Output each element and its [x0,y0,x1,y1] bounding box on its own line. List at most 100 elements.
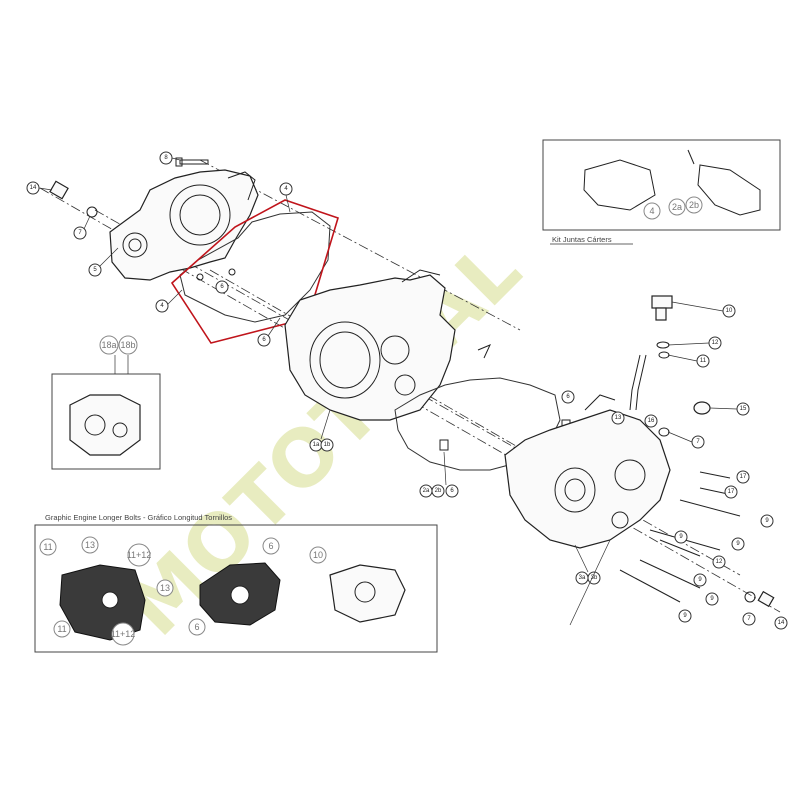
callout-4: 4 [155,299,169,313]
callout-7: 7 [73,226,87,240]
callout-6: 6 [561,390,575,404]
svg-text:2a: 2a [423,488,430,494]
svg-text:12: 12 [716,559,723,565]
callout-15: 15 [736,402,750,416]
svg-text:18b: 18b [120,340,135,350]
svg-text:6: 6 [566,394,570,400]
callout-14: 14 [774,616,788,630]
svg-text:4: 4 [649,206,654,216]
svg-text:18a: 18a [101,340,116,350]
svg-text:14: 14 [778,620,785,626]
svg-text:7: 7 [696,439,700,445]
svg-text:1a: 1a [313,442,320,448]
callout-18a: 18a [99,335,119,355]
graphic-callout-11-12: 11+12 [127,543,152,567]
graphic-callout-13: 13 [81,536,99,554]
svg-text:6: 6 [262,337,266,343]
svg-text:13: 13 [85,540,95,550]
svg-text:16: 16 [648,418,655,424]
kit-callout-2a: 2a [668,198,686,216]
svg-text:11: 11 [43,542,52,552]
kit-joints-box: Kit Juntas Cárters [542,139,781,245]
svg-text:13: 13 [160,583,170,593]
graphic-bolts-box: Graphic Engine Longer Bolts - Gráfico Lo… [34,513,438,653]
callout-13: 13 [611,411,625,425]
graphic-callout-13: 13 [156,579,174,597]
leader-lines [38,157,738,626]
graphic-callout-11: 11 [53,620,71,638]
kit-callout-4: 4 [643,202,661,220]
callout-17: 17 [736,470,750,484]
callout-2a: 2a [419,484,433,498]
clutch-cover [109,169,259,281]
callout-16: 16 [644,414,658,428]
callout-8: 8 [159,151,173,165]
svg-text:11: 11 [700,358,707,364]
bolt-8 [175,157,209,167]
svg-text:17: 17 [728,489,735,495]
svg-text:2b: 2b [689,200,699,210]
svg-text:2b: 2b [435,488,442,494]
svg-text:4: 4 [284,186,288,192]
callout-6: 6 [445,484,459,498]
svg-text:17: 17 [740,474,747,480]
svg-text:1b: 1b [324,442,331,448]
callout-9: 9 [674,530,688,544]
svg-text:6: 6 [268,541,273,551]
svg-text:14: 14 [30,185,37,191]
svg-text:13: 13 [615,415,622,421]
svg-text:3b: 3b [591,575,598,581]
graphic-callout-11: 11 [39,538,57,556]
graphic-callout-10: 10 [309,546,327,564]
right-crankcase [504,394,671,549]
svg-text:10: 10 [313,550,323,560]
svg-text:11+12: 11+12 [127,550,152,560]
kit-callout-2b: 2b [685,196,703,214]
callout-9: 9 [760,514,774,528]
callout-2b: 2b [431,484,445,498]
svg-text:4: 4 [160,303,164,309]
callout-9: 9 [678,609,692,623]
oil-line-assembly [629,295,711,437]
svg-text:6: 6 [220,284,224,290]
svg-text:5: 5 [93,267,97,273]
svg-text:9: 9 [765,518,769,524]
callout-12: 12 [712,555,726,569]
callout-6: 6 [215,280,229,294]
svg-text:3a: 3a [579,575,586,581]
graphic-callout-11-12: 11+12 [111,622,136,646]
svg-text:7: 7 [78,230,82,236]
callout-1b: 1b [320,438,334,452]
callout-9: 9 [731,537,745,551]
svg-text:8: 8 [164,155,168,161]
svg-text:15: 15 [740,406,747,412]
svg-text:6: 6 [450,488,454,494]
callout-5: 5 [88,263,102,277]
svg-text:9: 9 [679,534,683,540]
graphic-callout-6: 6 [262,537,280,555]
svg-text:9: 9 [710,596,714,602]
svg-text:12: 12 [712,340,719,346]
kit-joints-label: Kit Juntas Cárters [552,235,612,244]
svg-text:11+12: 11+12 [111,629,136,639]
svg-text:2a: 2a [672,202,682,212]
svg-text:7: 7 [747,616,751,622]
svg-text:10: 10 [726,308,733,314]
parts-box-18 [51,355,161,470]
callout-6: 6 [257,333,271,347]
callout-1a: 1a [309,438,323,452]
callout-9: 9 [693,573,707,587]
svg-text:9: 9 [698,577,702,583]
callout-3a: 3a [575,571,589,585]
left-crankcase [284,269,456,421]
svg-text:9: 9 [683,613,687,619]
clutch-cover-gasket [170,199,339,344]
callout-9: 9 [705,592,719,606]
svg-text:9: 9 [736,541,740,547]
graphic-bolts-label: Graphic Engine Longer Bolts - Gráfico Lo… [45,513,232,522]
callout-7: 7 [742,612,756,626]
plug-14-left [49,180,98,218]
callout-4: 4 [279,182,293,196]
highlight-box [170,199,339,344]
